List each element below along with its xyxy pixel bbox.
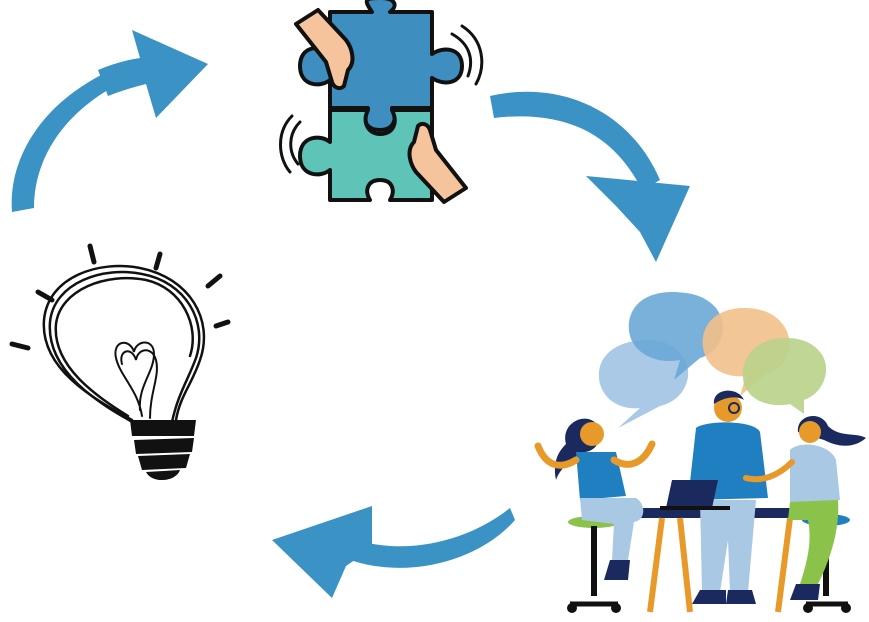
person-right bbox=[743, 415, 866, 600]
lightbulb-rays bbox=[9, 243, 231, 351]
puzzle-piece-teal bbox=[298, 108, 434, 202]
speech-bubbles bbox=[598, 292, 827, 428]
lightbulb-base bbox=[130, 420, 196, 481]
lightbulb-filament bbox=[114, 341, 158, 419]
arrow-curved-icon bbox=[490, 91, 660, 190]
hand-upper-left bbox=[294, 8, 355, 91]
person-left bbox=[534, 418, 656, 580]
arrow-lightbulb-to-puzzle bbox=[11, 30, 208, 212]
hand-lower-right bbox=[407, 121, 468, 204]
speech-bubble bbox=[702, 308, 790, 396]
speech-bubble bbox=[628, 292, 723, 380]
speech-bubble bbox=[742, 338, 827, 414]
team-discussion-icon bbox=[534, 292, 866, 613]
arrow-head bbox=[98, 30, 208, 118]
puzzle-hands-icon bbox=[279, 0, 484, 204]
lightbulb-glass bbox=[42, 264, 206, 426]
laptop bbox=[660, 480, 730, 510]
arrow-head bbox=[272, 506, 372, 598]
speech-bubble bbox=[598, 340, 689, 428]
motion-lines bbox=[279, 24, 484, 174]
arrow-head bbox=[586, 176, 690, 262]
arrow-team-to-lightbulb bbox=[272, 506, 515, 598]
arrow-puzzle-to-team bbox=[490, 91, 690, 262]
lightbulb-icon bbox=[9, 243, 231, 481]
arrow-curved-icon bbox=[350, 508, 515, 568]
